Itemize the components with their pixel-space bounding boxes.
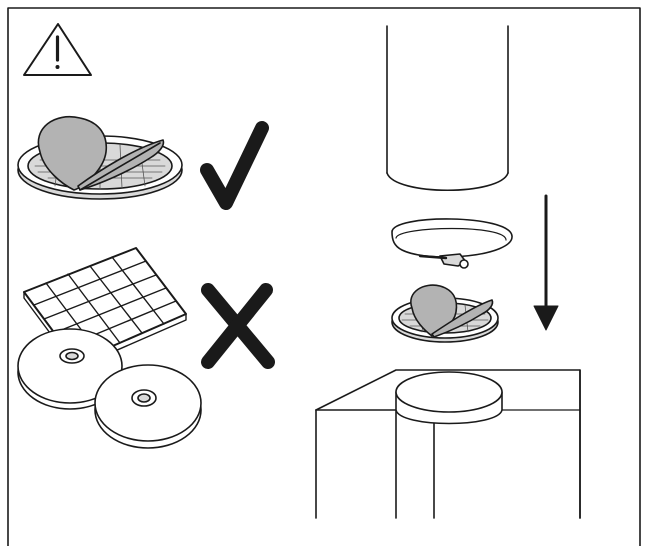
hood-housing	[315, 369, 581, 519]
exhaust-duct-pipe	[386, 25, 509, 191]
frame-border	[7, 7, 641, 546]
checkmark-icon	[200, 121, 269, 210]
down-arrow-icon	[533, 194, 559, 331]
hose-clamp	[391, 218, 513, 269]
cross-icon	[201, 283, 275, 369]
square-filter-incorrect-icon	[17, 247, 202, 449]
warning-triangle-icon	[23, 23, 92, 76]
round-damper-correct-icon	[17, 115, 183, 200]
round-damper-part	[391, 284, 499, 343]
